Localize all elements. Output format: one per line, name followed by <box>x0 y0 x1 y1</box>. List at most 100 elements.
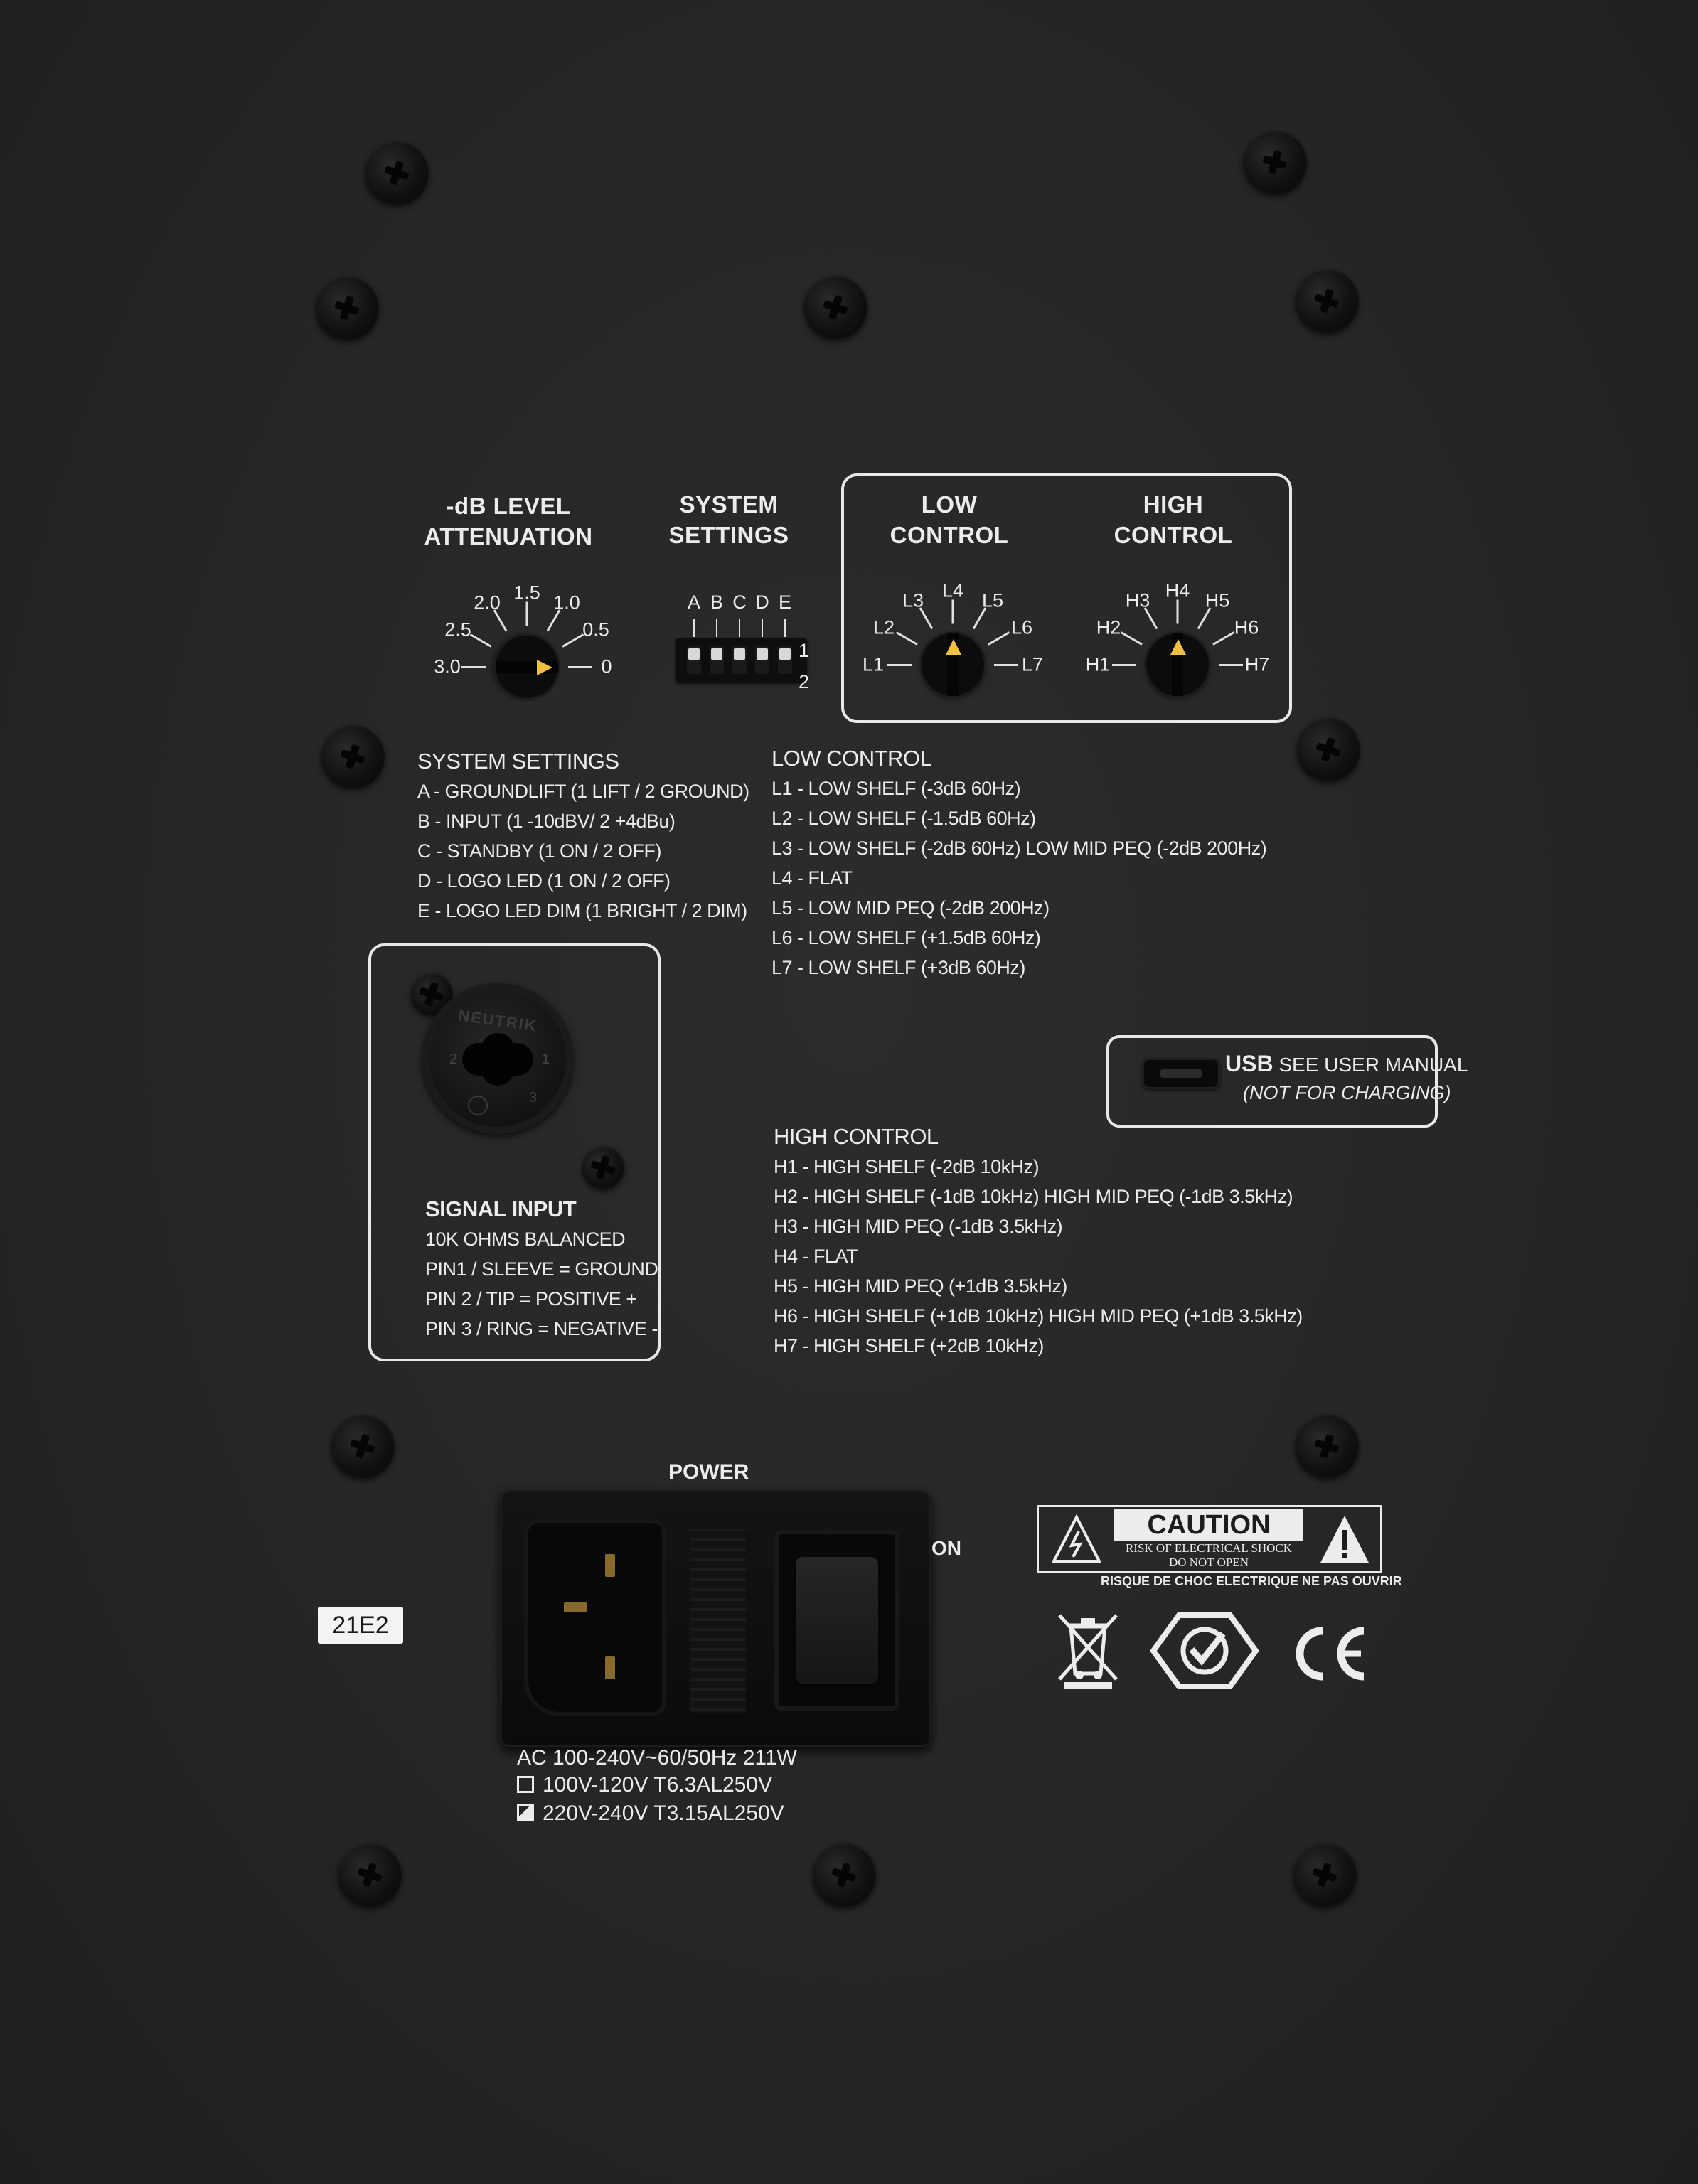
legend-item: D - LOGO LED (1 ON / 2 OFF) <box>417 870 671 892</box>
dip-switch-lever[interactable] <box>732 646 747 674</box>
dip-guide-line <box>762 619 763 637</box>
low-control-label: L3 <box>902 589 924 611</box>
xlr-combo-jack[interactable]: NEUTRIK 1 2 3 <box>422 983 573 1134</box>
fuse-row-2: 220V-240V T3.15AL250V <box>517 1802 784 1826</box>
attenuation-title: -dB LEVEL ATTENUATION <box>405 491 612 552</box>
legend-item: H2 - HIGH SHELF (-1dB 10kHz) HIGH MID PE… <box>774 1186 1293 1207</box>
power-rating: AC 100-240V~60/50Hz 211W <box>517 1746 797 1770</box>
fuse-unchecked-box-icon <box>517 1776 534 1793</box>
screw-icon <box>1293 1843 1357 1907</box>
legend-item: H6 - HIGH SHELF (+1dB 10kHz) HIGH MID PE… <box>774 1305 1303 1327</box>
dip-switch-lever[interactable] <box>778 646 792 674</box>
low-control-tick <box>951 599 954 623</box>
usb-label-group: USB SEE USER MANUAL <box>1225 1051 1468 1077</box>
legend-item: H4 - FLAT <box>774 1246 858 1267</box>
pin-label-3: 3 <box>529 1090 538 1106</box>
attenuation-tick <box>525 601 528 626</box>
caution-line1: RISK OF ELECTRICAL SHOCK <box>1125 1541 1293 1555</box>
jack-hole <box>481 1033 515 1086</box>
low-control-label: L5 <box>981 589 1004 611</box>
dip-guide-line <box>739 619 740 637</box>
screw-icon <box>365 141 429 205</box>
high-control-label: H2 <box>1096 616 1121 638</box>
latch-button[interactable] <box>468 1096 488 1115</box>
signal-input-line: PIN 2 / TIP = POSITIVE + <box>425 1288 637 1310</box>
high-control-legend-title: HIGH CONTROL <box>774 1124 939 1149</box>
ce-mark-icon <box>1296 1627 1365 1681</box>
fuse-holder[interactable] <box>690 1521 746 1713</box>
dip-switch-lever[interactable] <box>687 646 701 674</box>
signal-input-line: PIN1 / SLEEVE = GROUND <box>425 1258 658 1280</box>
exclamation-warning-icon <box>1320 1516 1369 1563</box>
low-control-title-line2: CONTROL <box>890 522 1009 548</box>
high-control-label: H7 <box>1244 653 1270 675</box>
pointer-arrow-icon <box>537 660 552 675</box>
attenuation-knob[interactable] <box>496 636 558 698</box>
dip-switch-lever[interactable] <box>710 646 724 674</box>
usb-port[interactable] <box>1142 1058 1220 1089</box>
high-control-title-line2: CONTROL <box>1114 522 1233 548</box>
attenuation-tick <box>568 665 592 668</box>
rcm-icon <box>1150 1612 1259 1689</box>
inlet-pin <box>564 1602 587 1612</box>
dip-switch-nub <box>734 648 745 660</box>
screw-icon <box>338 1843 402 1907</box>
dip-switch-lever[interactable] <box>755 646 769 674</box>
usb-note: SEE USER MANUAL <box>1278 1054 1468 1076</box>
power-switch-bezel <box>774 1530 899 1711</box>
dip-letter-label: D <box>755 592 769 613</box>
low-control-label: L1 <box>862 653 885 675</box>
signal-input-box <box>368 943 661 1361</box>
high-control-legend: HIGH CONTROL H1 - HIGH SHELF (-2dB 10kHz… <box>774 1122 1303 1361</box>
weee-bin-icon <box>1058 1614 1118 1689</box>
system-settings-title: SYSTEM SETTINGS <box>658 489 800 550</box>
low-control-knob[interactable] <box>922 633 984 696</box>
dip-position-label: 1 <box>799 640 810 661</box>
power-rocker-switch[interactable] <box>796 1557 878 1684</box>
dip-guide-line <box>693 619 695 637</box>
legend-item: C - STANDBY (1 ON / 2 OFF) <box>417 840 662 862</box>
caution-center: CAUTION RISK OF ELECTRICAL SHOCK DO NOT … <box>1114 1507 1303 1571</box>
low-control-title-line1: LOW <box>921 491 978 518</box>
caution-title: CAUTION <box>1114 1509 1303 1541</box>
legend-item: L4 - FLAT <box>771 867 853 889</box>
serial-label-sticker: 21E2 <box>318 1607 403 1644</box>
usb-slot <box>1160 1069 1202 1078</box>
pin-label-1: 1 <box>542 1051 550 1067</box>
inlet-pin <box>605 1656 615 1679</box>
dip-guide-line <box>784 619 786 637</box>
pointer-arrow-icon <box>1170 639 1186 655</box>
low-control-label: L7 <box>1021 653 1044 675</box>
signal-input-title: SIGNAL INPUT <box>425 1197 577 1221</box>
attenuation-label: 0 <box>601 655 612 678</box>
screw-icon <box>1295 269 1359 333</box>
signal-input-line: 10K OHMS BALANCED <box>425 1228 626 1250</box>
pin-label-2: 2 <box>449 1051 458 1067</box>
iec-power-inlet[interactable] <box>524 1519 666 1716</box>
attenuation-label: 0.5 <box>582 619 609 641</box>
system-settings-title-line2: SETTINGS <box>668 522 789 548</box>
screw-icon <box>1296 717 1360 781</box>
attenuation-label: 2.5 <box>444 619 471 641</box>
eq-control-box <box>841 473 1292 723</box>
low-control-title: LOW CONTROL <box>875 489 1024 550</box>
legend-item: L6 - LOW SHELF (+1.5dB 60Hz) <box>771 927 1041 948</box>
high-control-label: H3 <box>1125 589 1150 611</box>
high-control-knob[interactable] <box>1146 633 1209 696</box>
attenuation-title-line2: ATTENUATION <box>424 523 593 550</box>
system-settings-legend-title: SYSTEM SETTINGS <box>417 749 619 774</box>
legend-item: H3 - HIGH MID PEQ (-1dB 3.5kHz) <box>774 1216 1063 1237</box>
caution-label: CAUTION RISK OF ELECTRICAL SHOCK DO NOT … <box>1037 1505 1382 1573</box>
fuse-checked-box-icon <box>517 1804 534 1821</box>
attenuation-title-line1: -dB LEVEL <box>446 493 571 519</box>
high-control-label: H5 <box>1205 589 1230 611</box>
usb-label: USB <box>1225 1051 1274 1076</box>
attenuation-label: 2.0 <box>474 592 501 614</box>
attenuation-label: 3.0 <box>434 655 461 678</box>
power-module <box>500 1490 931 1747</box>
legend-item: H7 - HIGH SHELF (+2dB 10kHz) <box>774 1335 1044 1356</box>
dip-switch-nub <box>757 648 768 660</box>
screw-icon <box>315 276 379 340</box>
screw-icon <box>1243 130 1307 194</box>
dip-letter-label: E <box>778 592 792 613</box>
